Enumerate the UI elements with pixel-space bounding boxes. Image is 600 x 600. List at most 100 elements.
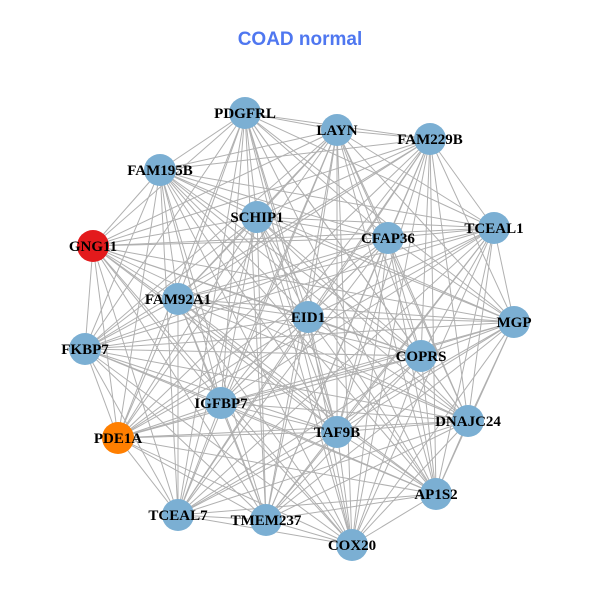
node-circle[interactable] bbox=[498, 306, 530, 338]
edge-FAM229B-COX20 bbox=[351, 138, 431, 546]
node-circle[interactable] bbox=[414, 123, 446, 155]
edge-PDGFRL-AP1S2 bbox=[244, 112, 437, 495]
edge-IGFBP7-TMEM237 bbox=[220, 402, 267, 521]
node-label: PDGFRL bbox=[214, 106, 276, 122]
edge-LAYN-AP1S2 bbox=[336, 129, 437, 495]
edge-SCHIP1-AP1S2 bbox=[256, 216, 437, 495]
node-label: FKBP7 bbox=[61, 342, 109, 358]
node-TCEAL1[interactable]: TCEAL1 bbox=[464, 212, 524, 244]
edge-DNAJC24-TMEM237 bbox=[265, 420, 469, 521]
node-COX20[interactable]: COX20 bbox=[328, 529, 376, 561]
node-circle[interactable] bbox=[205, 387, 237, 419]
node-circle[interactable] bbox=[478, 212, 510, 244]
edge-TCEAL1-MGP bbox=[493, 227, 515, 323]
edge-TAF9B-COX20 bbox=[336, 431, 353, 546]
node-EID1[interactable]: EID1 bbox=[291, 301, 325, 333]
node-circle[interactable] bbox=[405, 340, 437, 372]
edge-GNG11-TCEAL7 bbox=[92, 245, 179, 516]
edge-LAYN-GNG11 bbox=[92, 129, 338, 247]
edge-SCHIP1-MGP bbox=[256, 216, 515, 323]
edge-FAM229B-TAF9B bbox=[336, 138, 431, 433]
edge-PDE1A-TCEAL7 bbox=[117, 437, 179, 516]
node-FKBP7[interactable]: FKBP7 bbox=[61, 333, 109, 365]
edge-CFAP36-COPRS bbox=[387, 237, 422, 357]
node-circle[interactable] bbox=[321, 114, 353, 146]
node-COPRS[interactable]: COPRS bbox=[396, 340, 447, 372]
edge-GNG11-MGP bbox=[92, 245, 515, 323]
node-label: IGFBP7 bbox=[194, 396, 248, 412]
node-circle[interactable] bbox=[250, 504, 282, 536]
node-MGP[interactable]: MGP bbox=[497, 306, 532, 338]
edge-TAF9B-DNAJC24 bbox=[336, 420, 469, 433]
edge-TCEAL1-TMEM237 bbox=[265, 227, 495, 521]
node-TCEAL7[interactable]: TCEAL7 bbox=[148, 499, 208, 531]
node-DNAJC24[interactable]: DNAJC24 bbox=[435, 405, 501, 437]
node-SCHIP1[interactable]: SCHIP1 bbox=[230, 201, 284, 233]
edge-CFAP36-TCEAL1 bbox=[387, 227, 495, 239]
edge-LAYN-PDE1A bbox=[117, 129, 338, 439]
edge-FAM229B-PDE1A bbox=[117, 138, 431, 439]
node-circle[interactable] bbox=[144, 154, 176, 186]
node-AP1S2[interactable]: AP1S2 bbox=[414, 478, 458, 510]
edge-MGP-COPRS bbox=[420, 321, 515, 357]
edge-FAM92A1-AP1S2 bbox=[177, 298, 437, 495]
edge-FAM195B-PDE1A bbox=[117, 169, 161, 439]
edge-MGP-TMEM237 bbox=[265, 321, 515, 521]
node-IGFBP7[interactable]: IGFBP7 bbox=[194, 387, 248, 419]
node-circle[interactable] bbox=[241, 201, 273, 233]
node-FAM195B[interactable]: FAM195B bbox=[127, 154, 193, 186]
node-label: COPRS bbox=[396, 349, 447, 365]
edge-TAF9B-TMEM237 bbox=[265, 431, 338, 521]
node-circle[interactable] bbox=[162, 283, 194, 315]
node-circle[interactable] bbox=[162, 499, 194, 531]
edge-FAM195B-CFAP36 bbox=[159, 169, 389, 239]
node-circle[interactable] bbox=[229, 97, 261, 129]
node-PDGFRL[interactable]: PDGFRL bbox=[214, 97, 276, 129]
edge-PDGFRL-SCHIP1 bbox=[244, 112, 258, 218]
edge-IGFBP7-TAF9B bbox=[220, 402, 338, 433]
node-circle[interactable] bbox=[102, 422, 134, 454]
edge-CFAP36-COX20 bbox=[351, 237, 389, 546]
edge-FAM92A1-MGP bbox=[177, 298, 515, 323]
edge-FKBP7-AP1S2 bbox=[84, 348, 437, 495]
node-TAF9B[interactable]: TAF9B bbox=[314, 416, 360, 448]
node-label: COX20 bbox=[328, 538, 376, 554]
edge-CFAP36-FAM92A1 bbox=[177, 237, 389, 300]
edge-GNG11-IGFBP7 bbox=[92, 245, 222, 404]
node-circle[interactable] bbox=[292, 301, 324, 333]
node-LAYN[interactable]: LAYN bbox=[316, 114, 358, 146]
node-TMEM237[interactable]: TMEM237 bbox=[231, 504, 302, 536]
edge-GNG11-TAF9B bbox=[92, 245, 338, 433]
edge-FKBP7-COX20 bbox=[84, 348, 353, 546]
node-FAM92A1[interactable]: FAM92A1 bbox=[145, 283, 211, 315]
edge-GNG11-PDE1A bbox=[92, 245, 119, 439]
node-circle[interactable] bbox=[336, 529, 368, 561]
node-label: CFAP36 bbox=[361, 231, 415, 247]
edge-COPRS-AP1S2 bbox=[420, 355, 437, 495]
edge-PDGFRL-MGP bbox=[244, 112, 515, 323]
node-PDE1A[interactable]: PDE1A bbox=[94, 422, 143, 454]
node-circle[interactable] bbox=[69, 333, 101, 365]
edge-EID1-COPRS bbox=[307, 316, 422, 357]
node-circle[interactable] bbox=[77, 230, 109, 262]
node-circle[interactable] bbox=[321, 416, 353, 448]
edge-TAF9B-PDE1A bbox=[117, 431, 338, 439]
edge-FKBP7-DNAJC24 bbox=[84, 348, 469, 422]
edge-IGFBP7-PDE1A bbox=[117, 402, 222, 439]
node-circle[interactable] bbox=[372, 222, 404, 254]
node-circle[interactable] bbox=[420, 478, 452, 510]
edge-FAM229B-IGFBP7 bbox=[220, 138, 431, 404]
edge-FAM229B-TCEAL1 bbox=[429, 138, 495, 229]
node-FAM229B[interactable]: FAM229B bbox=[397, 123, 463, 155]
edge-FAM229B-SCHIP1 bbox=[256, 138, 431, 218]
edge-FKBP7-COPRS bbox=[84, 348, 422, 357]
node-CFAP36[interactable]: CFAP36 bbox=[361, 222, 415, 254]
node-circle[interactable] bbox=[452, 405, 484, 437]
edge-FAM195B-TMEM237 bbox=[159, 169, 267, 521]
node-GNG11[interactable]: GNG11 bbox=[69, 230, 117, 262]
node-label: DNAJC24 bbox=[435, 414, 501, 430]
edge-EID1-TCEAL7 bbox=[177, 316, 309, 516]
edge-SCHIP1-TCEAL1 bbox=[256, 216, 495, 229]
edge-TCEAL1-PDE1A bbox=[117, 227, 495, 439]
